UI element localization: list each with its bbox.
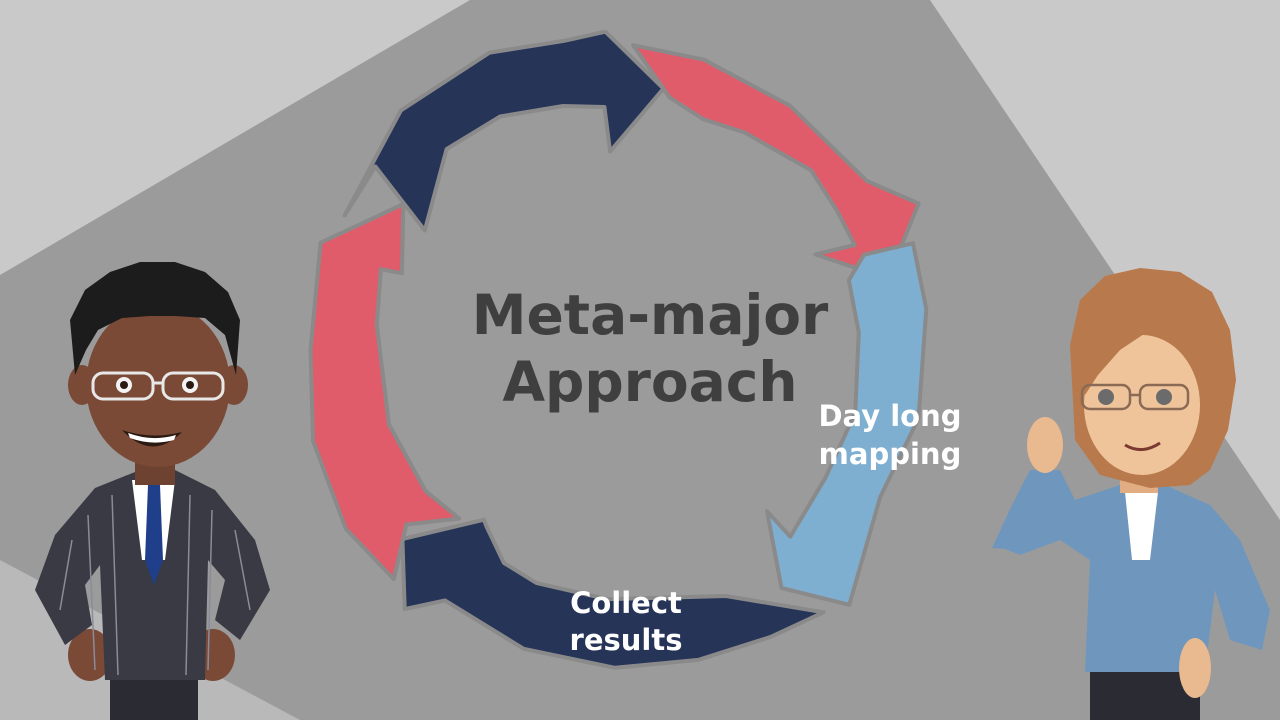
cycle-arrow-right <box>631 43 921 281</box>
woman-shirt <box>1125 492 1158 560</box>
man-hair <box>70 262 240 375</box>
man-pinstripes <box>59 494 251 676</box>
cycle-arrow-lower-right <box>765 241 929 607</box>
man-face <box>86 303 230 467</box>
diagram-title-line2: Approach <box>502 350 797 414</box>
diagram-title-line1: Meta-major <box>472 283 828 347</box>
woman-glasses <box>1080 383 1190 411</box>
woman-raised-arm <box>992 470 1075 550</box>
man-teeth <box>128 433 176 443</box>
cycle-arrow-top <box>342 29 666 233</box>
man-pupil-right <box>186 381 194 389</box>
cycle-diagram: Meta-major Approach Day long mapping Col… <box>308 29 962 670</box>
cycle-arrow-left <box>308 202 462 582</box>
woman-eye-right <box>1156 389 1172 405</box>
man-character <box>35 262 270 720</box>
woman-bangs <box>1080 285 1212 395</box>
woman-blazer <box>995 470 1270 672</box>
man-pupil-left <box>120 381 128 389</box>
man-left-hand <box>68 629 112 681</box>
woman-raised-hand <box>1027 417 1063 473</box>
step-label-line2: results <box>570 623 683 657</box>
woman-lower-hand <box>1179 638 1211 698</box>
step-label-line1: Collect <box>570 586 682 620</box>
man-glasses <box>91 371 225 401</box>
woman-character <box>992 268 1270 720</box>
woman-eye-left <box>1098 389 1114 405</box>
step-label-line1: Day long <box>818 399 961 433</box>
step-label-line2: mapping <box>819 437 962 471</box>
woman-mouth <box>1124 441 1161 451</box>
man-tie <box>145 485 163 585</box>
